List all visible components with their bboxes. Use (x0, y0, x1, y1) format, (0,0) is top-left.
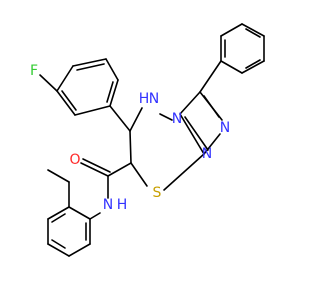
bond (76, 63, 105, 71)
bond (72, 58, 107, 67)
bond (179, 91, 201, 115)
bond (74, 105, 111, 116)
bond (56, 90, 76, 116)
bond (89, 212, 101, 220)
bond (39, 74, 58, 92)
bond (203, 133, 221, 155)
bond (82, 158, 111, 173)
bond (220, 60, 243, 74)
bond (129, 130, 132, 164)
bond (68, 206, 91, 220)
atom-labels: F H N N N N S O N H (30, 63, 230, 213)
bond (80, 162, 109, 177)
bond (220, 23, 243, 37)
bond (56, 65, 74, 92)
structure-canvas: F H N N N N S O N H (30, 23, 265, 257)
bridge-nitrogen-label: N (172, 111, 182, 127)
bond (106, 81, 114, 103)
amide-nitrogen-label: N (103, 197, 113, 213)
amide-hydrogen-label: H (117, 197, 128, 213)
bond (47, 243, 70, 257)
bond (199, 60, 222, 93)
bond (61, 90, 77, 111)
bond (241, 23, 265, 37)
bond (129, 107, 143, 132)
bond (245, 59, 261, 69)
ring-nh-hydrogen-label: H (139, 91, 150, 107)
sulfur-atom-label: S (153, 185, 162, 201)
bond (109, 79, 119, 107)
bonds (39, 23, 265, 257)
bond (109, 105, 131, 132)
bond (163, 153, 205, 191)
triazole-nitrogen-label: N (220, 120, 230, 136)
bond (47, 169, 70, 183)
ring-nh-nitrogen-label: N (149, 91, 159, 107)
bond (184, 116, 209, 151)
bond (105, 58, 119, 81)
bond (203, 95, 220, 118)
oxygen-atom-label: O (69, 152, 80, 168)
molecule-diagram: F H N N N N S O N H (30, 23, 265, 257)
bond (179, 113, 205, 155)
bond (241, 60, 265, 74)
triazole-nitrogen-label: N (202, 146, 212, 162)
bond (245, 28, 261, 38)
bond (47, 206, 70, 220)
fluorine-atom-label: F (30, 63, 38, 79)
bond (51, 239, 66, 249)
bond (68, 243, 91, 257)
bond (51, 213, 66, 223)
bond (107, 162, 132, 177)
bond (130, 162, 148, 187)
bond (159, 113, 173, 121)
